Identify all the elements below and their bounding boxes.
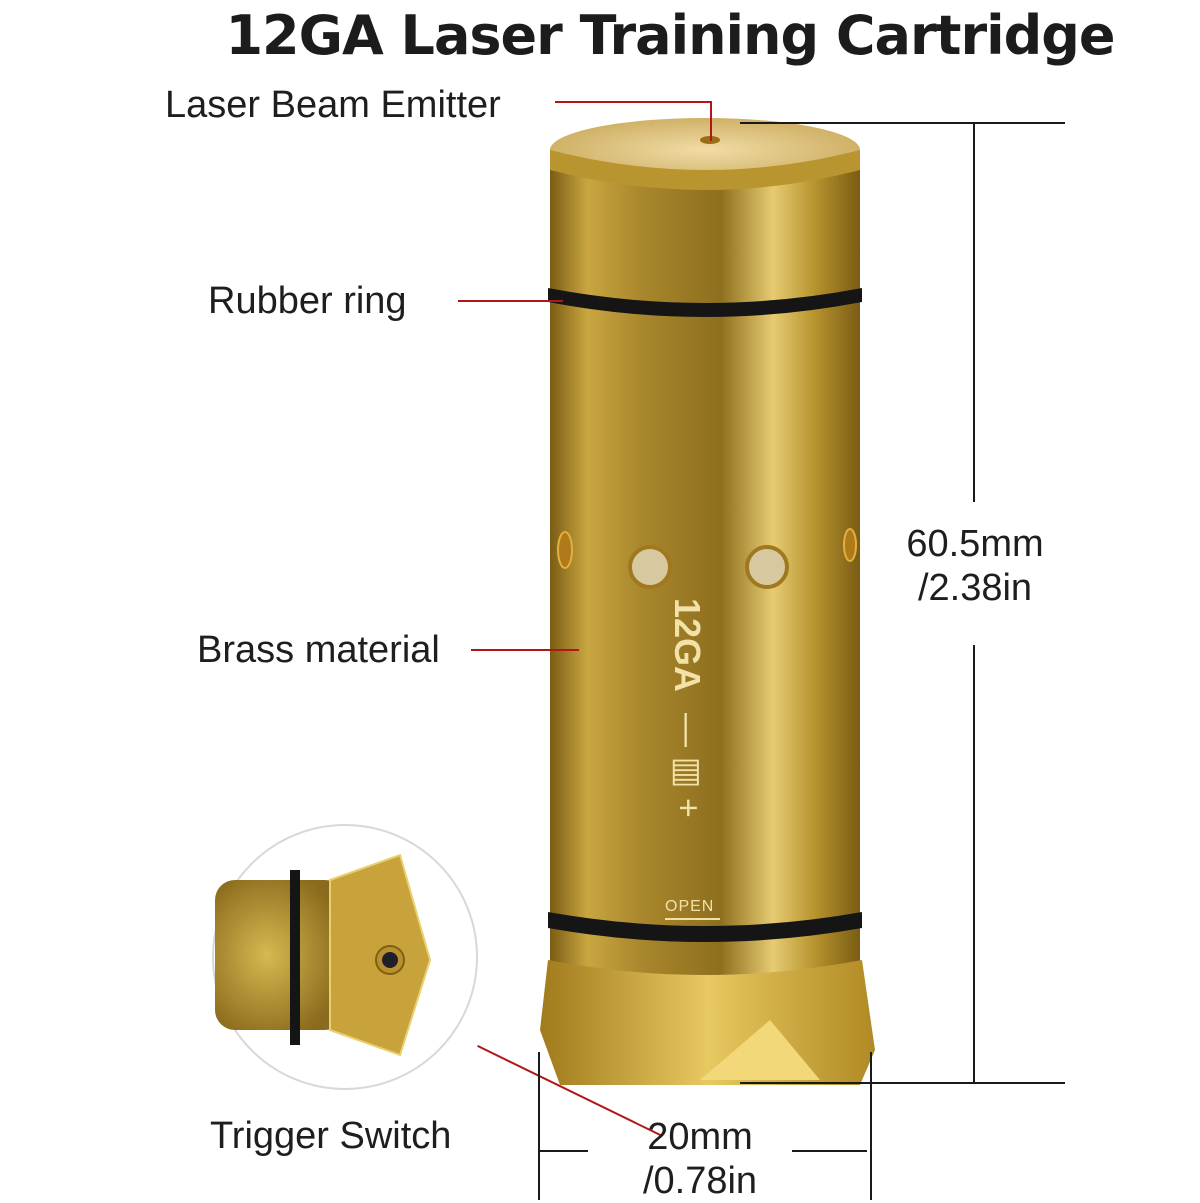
- label-laser-beam-emitter: Laser Beam Emitter: [165, 84, 501, 126]
- label-trigger-switch: Trigger Switch: [210, 1115, 452, 1157]
- height-mm: 60.5mm: [906, 523, 1044, 565]
- engraving-model: 12GA: [667, 598, 708, 693]
- open-arrow-icon: [665, 918, 720, 920]
- width-mm: 20mm: [647, 1116, 753, 1158]
- width-dimension: 20mm /0.78in: [620, 1115, 780, 1203]
- engraving-symbol: — ▥ +: [669, 713, 707, 818]
- leader-laser-beam-emitter: [555, 101, 712, 103]
- height-dimension: 60.5mm /2.38in: [895, 522, 1055, 610]
- rubber-ring-top: [548, 288, 862, 317]
- open-marker: OPEN: [665, 898, 715, 915]
- leader-brass-material: [471, 649, 579, 651]
- page-title: 12GA Laser Training Cartridge: [225, 4, 1115, 67]
- cartridge-base: [540, 960, 875, 1085]
- leader-rubber-ring: [458, 300, 563, 302]
- height-in: /2.38in: [917, 567, 1033, 609]
- cartridge-engraving: 12GA — ▥ +: [667, 598, 708, 878]
- rubber-ring-bottom: [548, 912, 862, 942]
- label-rubber-ring: Rubber ring: [208, 280, 407, 322]
- label-brass-material: Brass material: [197, 629, 440, 671]
- width-in: /0.78in: [642, 1160, 758, 1202]
